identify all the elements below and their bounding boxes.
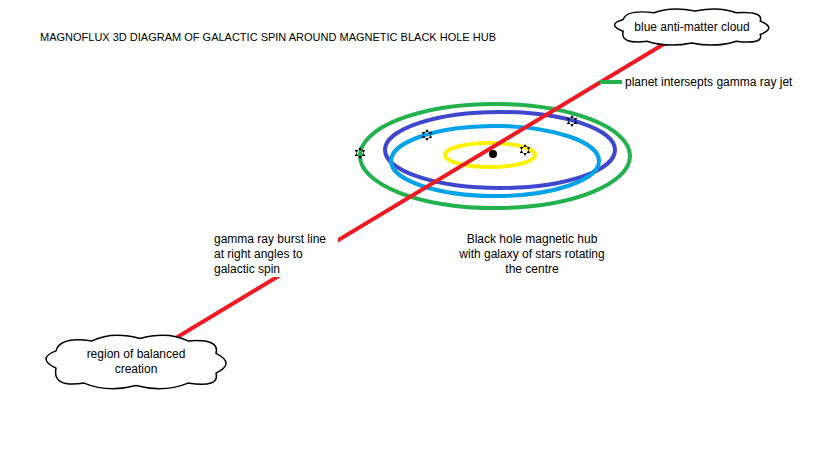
cloud-text: region of balanced creation <box>81 347 191 377</box>
black-hole-dot <box>489 150 497 158</box>
cloud-node: blue anti-matter cloud <box>606 6 777 48</box>
star <box>520 144 530 156</box>
star <box>567 115 577 127</box>
legend-text: planet intersepts gamma ray jet <box>623 75 794 90</box>
cloud-node: region of balanced creation <box>36 331 236 393</box>
green-orbit <box>360 104 630 208</box>
dark-blue-orbit <box>385 112 615 188</box>
annotation: gamma ray burst line at right angles to … <box>212 232 338 277</box>
annotation: Black hole magnetic hub with galaxy of s… <box>455 232 609 277</box>
stars <box>355 115 577 159</box>
cloud-text: blue anti-matter cloud <box>630 20 753 35</box>
light-blue-orbit <box>391 126 599 196</box>
title: MAGNOFLUX 3D DIAGRAM OF GALACTIC SPIN AR… <box>38 30 498 45</box>
legend-swatch <box>600 80 622 84</box>
gamma-ray-line <box>175 44 664 338</box>
star <box>355 147 365 159</box>
star <box>422 129 432 141</box>
